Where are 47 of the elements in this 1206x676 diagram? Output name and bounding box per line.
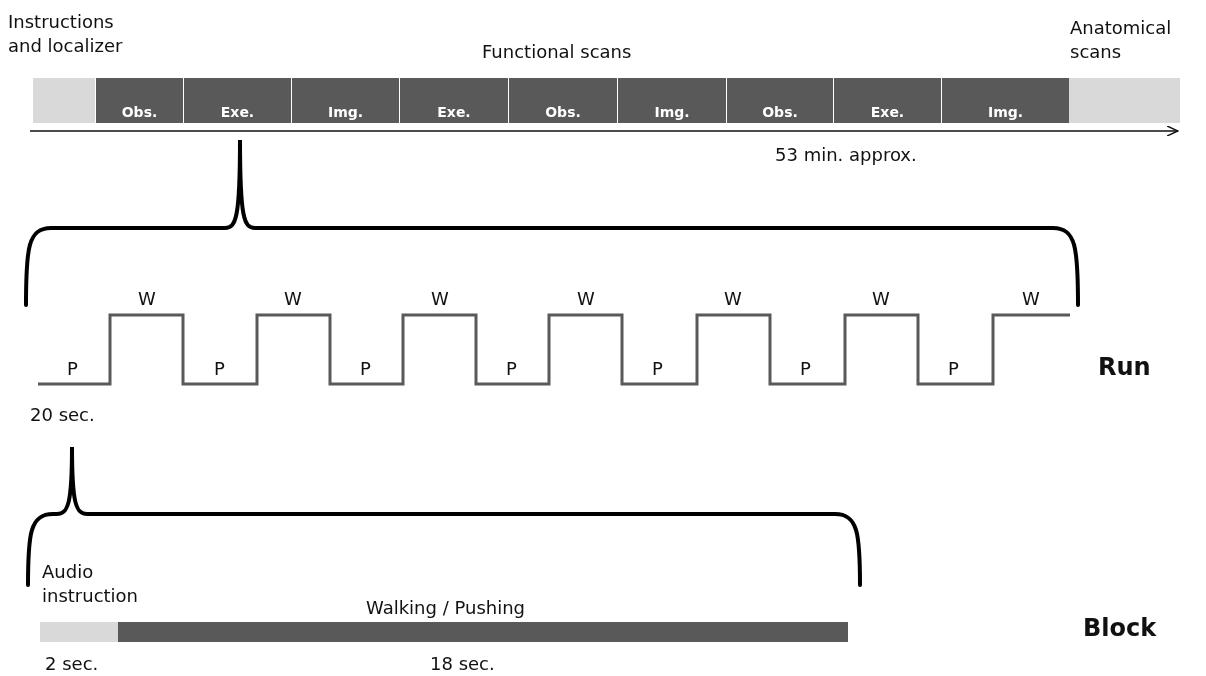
segment-label: Obs. — [762, 104, 798, 122]
segment-heading: Walking / Pushing — [366, 596, 525, 620]
label-text: P — [948, 357, 959, 381]
label-text: P — [800, 357, 811, 381]
label-text: W — [872, 287, 890, 311]
label-text: P — [360, 357, 371, 381]
label-text: P — [214, 357, 225, 381]
label-text: W — [431, 287, 449, 311]
timeline-segment — [118, 622, 848, 642]
segment-label: Exe. — [870, 104, 905, 122]
segment-label: Exe. — [437, 104, 471, 122]
label-text: W — [138, 287, 156, 311]
scan-segment — [1069, 78, 1180, 123]
label-text: W — [1022, 287, 1040, 311]
segment-label: Obs. — [545, 104, 581, 122]
row-label: Run — [1098, 352, 1151, 382]
duration-label: 20 sec. — [30, 403, 95, 427]
scan-segment — [941, 78, 1069, 123]
row-label: Block — [1083, 613, 1157, 643]
scan-segment — [95, 78, 183, 123]
segment-label: Img. — [654, 104, 690, 122]
label-text: W — [724, 287, 742, 311]
label-text: W — [284, 287, 302, 311]
label-text: P — [652, 357, 663, 381]
scan-segment — [291, 78, 399, 123]
segment-heading: Instructions and localizer — [8, 10, 124, 58]
label-text: P — [506, 357, 517, 381]
label-text: W — [577, 287, 595, 311]
label-text: P — [67, 357, 78, 381]
scan-segment — [833, 78, 941, 123]
segment-heading: Anatomical scans — [1070, 16, 1173, 64]
label-text: 53 min. approx. — [775, 143, 917, 167]
segment-heading: Audio instruction — [42, 560, 140, 608]
scan-segment — [399, 78, 508, 123]
duration-label: 2 sec. — [45, 652, 99, 676]
segment-label: Exe. — [220, 104, 255, 122]
duration-label: 18 sec. — [430, 652, 495, 676]
label-text: Functional scans — [482, 40, 632, 64]
segment-label: Img. — [327, 104, 364, 122]
segment-label: Img. — [987, 104, 1024, 122]
scan-segment — [617, 78, 726, 123]
scan-segment — [508, 78, 617, 123]
scan-segment — [33, 78, 95, 123]
segment-label: Obs. — [121, 104, 158, 122]
scan-segment — [183, 78, 291, 123]
scan-segment — [726, 78, 833, 123]
timeline-segment — [40, 622, 118, 642]
